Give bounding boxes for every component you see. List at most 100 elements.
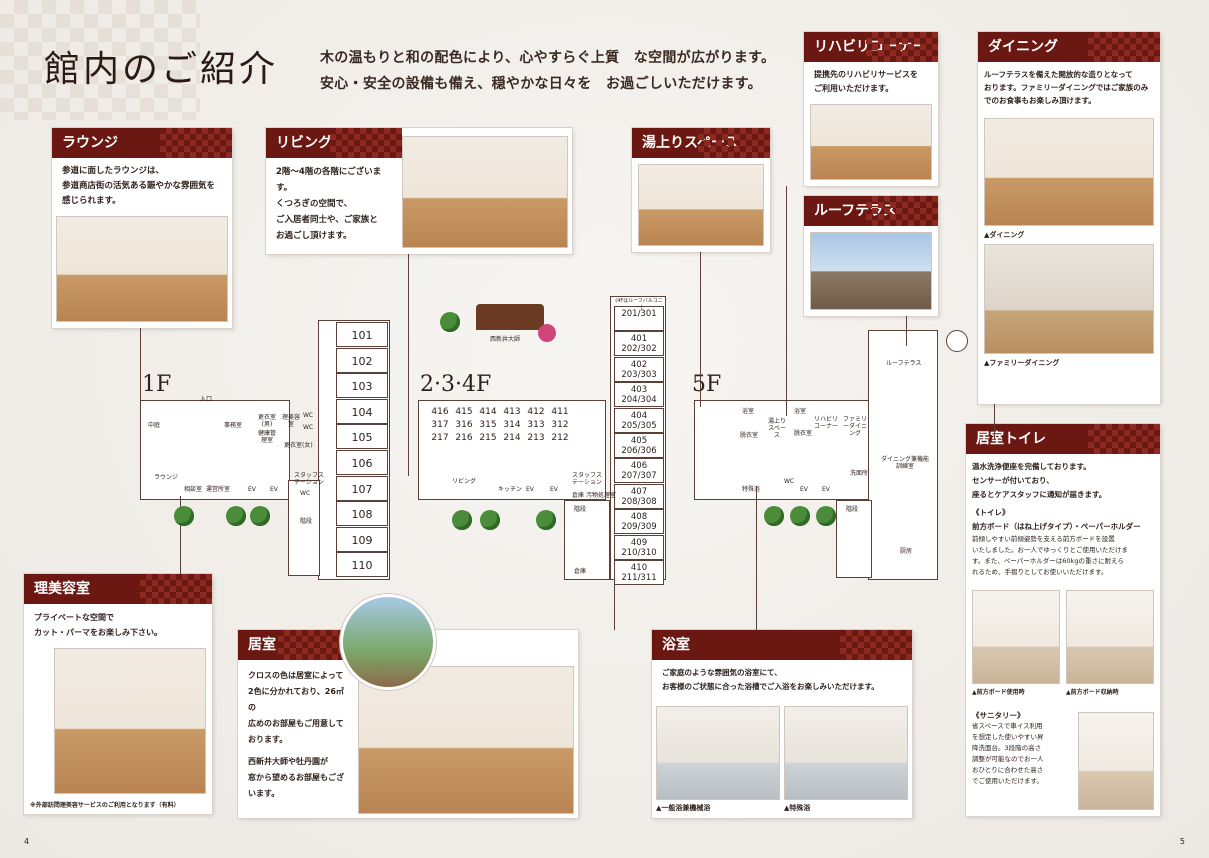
window-view-photo — [340, 594, 436, 690]
plan-label: 浴室 — [794, 408, 807, 415]
leader-line — [140, 328, 141, 478]
text-line: プライベートな空間で — [34, 613, 114, 622]
roof-photo — [810, 232, 932, 310]
leader-line — [756, 486, 757, 630]
tree-icon — [452, 510, 472, 530]
plan-label: 倉庫 — [574, 568, 587, 575]
card-yuagari: 湯上りスペース — [632, 128, 770, 252]
intro-line: 安心・安全の設備も備え、穏やかな日々を お過ごしいただけます。 — [320, 76, 762, 92]
page-title: 館内のご紹介 — [44, 49, 279, 90]
barber-note: ※外部訪問理美容サービスのご利用となります（有料） — [30, 802, 180, 809]
plan-label: WC — [303, 412, 314, 419]
subheading: 前方ボード（はね上げタイプ）・ペーパーホルダー — [972, 522, 1141, 531]
tree-icon — [764, 506, 784, 526]
text-line: おります。 — [248, 735, 288, 744]
tree-icon — [536, 510, 556, 530]
plan-label: 特殊浴 — [742, 486, 761, 493]
plan-label: EV — [270, 486, 278, 493]
card-text: ルーフテラスを備えた開放的な造りとなって おります。ファミリーダイニングではご家… — [978, 62, 1160, 113]
room-cell: 403 204/304 — [614, 382, 664, 408]
plan-label: 湯上りスペース — [767, 418, 786, 439]
room-cell: 105 — [336, 424, 388, 450]
peony-icon — [538, 324, 556, 342]
plan-label: EV — [248, 486, 256, 493]
room-cell: 411 — [551, 407, 569, 417]
living-photo — [402, 136, 568, 248]
room-cell: 216 — [455, 433, 473, 443]
text-line: お過ごし頂けます。 — [276, 231, 352, 241]
plan-label: 事務室 — [224, 422, 243, 429]
plan-1f-link — [288, 480, 320, 576]
card-title: 居室 — [238, 630, 350, 660]
text-line: 省スペースで車イス利用 — [972, 722, 1043, 730]
plan-label: ダイニング兼機能訓練室 — [880, 456, 929, 470]
text-line: 温水洗浄便座を完備しております。 — [972, 462, 1091, 471]
room-cell: 401 202/302 — [614, 331, 664, 357]
toilet-photo-board-on — [972, 590, 1060, 684]
text-line: れるため、手摺りとしてお使いいただけます。 — [972, 568, 1108, 576]
card-title: 湯上りスペース — [632, 128, 770, 158]
plan-label: 入口 — [200, 396, 213, 403]
text-line: 2色に分かれており、26㎡の — [248, 687, 344, 712]
room-cell: 405 206/306 — [614, 433, 664, 458]
compass-icon — [946, 330, 968, 352]
plan-label: 相談室 — [184, 486, 203, 493]
subheading: 《サニタリー》 — [972, 711, 1025, 720]
card-room: 居室 クロスの色は居室によって 2色に分かれており、26㎡の 広めのお部屋もご用… — [238, 630, 578, 818]
card-text: プライベートな空間で カット・パーマをお楽しみ下さい。 — [24, 604, 212, 646]
text-line: カット・パーマをお楽しみ下さい。 — [34, 628, 162, 637]
tree-icon — [174, 506, 194, 526]
room-cell: 315 — [479, 420, 497, 430]
room-cell: 412 — [527, 407, 545, 417]
text-line: す。また、ペーパーホルダーは60kgの重さに耐えら — [972, 557, 1124, 565]
text-line: ルーフテラスを備えた開放的な造りとなって — [984, 70, 1133, 79]
plan-5f-main — [694, 400, 874, 500]
leader-line — [786, 186, 787, 416]
plan-label: 厨房 — [900, 548, 913, 555]
plan-label: (4Fはルーフバルコニー) — [615, 298, 663, 311]
plan-label: 倉庫 — [572, 492, 585, 499]
card-title: ラウンジ — [52, 128, 232, 158]
plan-label: キッチン — [498, 486, 523, 493]
room-cell: 101 — [336, 322, 388, 347]
card-text: クロスの色は居室によって 2色に分かれており、26㎡の 広めのお部屋もご用意して… — [238, 660, 356, 808]
leader-line — [408, 254, 409, 476]
room-cell: 416 — [431, 407, 449, 417]
card-title: 居室トイレ — [966, 424, 1160, 454]
toilet-photo-board-off — [1066, 590, 1154, 684]
room-cell: 213 — [527, 433, 545, 443]
plan-label: リハビリコーナー — [814, 416, 839, 430]
plan-1f-main — [140, 400, 290, 500]
room-cell: 317 — [431, 420, 449, 430]
plan-label: 階段 — [846, 506, 859, 513]
text-line: クロスの色は居室によって — [248, 671, 344, 680]
text-line: 参道商店街の活気ある賑やかな雰囲気を — [62, 181, 216, 191]
sanitary-photo — [1078, 712, 1154, 810]
card-text: ご家庭のような雰囲気の浴室にて、 お客様のご状態に合った浴槽でご入浴をお楽しみい… — [652, 660, 912, 700]
temple-label: 西新井大師 — [490, 336, 521, 343]
text-line: 提携先のリハビリサービスを — [814, 70, 918, 79]
checker-pattern — [0, 0, 200, 120]
plan-label: スタッフステーション — [294, 472, 325, 486]
plan-234f-main — [418, 400, 606, 500]
room-cell: 215 — [479, 433, 497, 443]
card-text: 参道に面したラウンジは、 参道商店街の活気ある賑やかな雰囲気を 感じられます。 — [52, 158, 232, 215]
tree-icon — [790, 506, 810, 526]
text-line: おります。ファミリーダイニングではご家族のみ — [984, 83, 1149, 92]
room-cell: 316 — [455, 420, 473, 430]
photo-caption: ▲一般浴兼機械浴 — [656, 804, 711, 812]
card-toilet: 居室トイレ 温水洗浄便座を完備しております。 センサーが付いており、 座るとケア… — [966, 424, 1160, 816]
leader-line — [180, 496, 181, 574]
floor-label-234f: 2·3·4F — [420, 372, 492, 397]
card-title: リビング — [266, 128, 402, 158]
room-cell: 106 — [336, 450, 388, 475]
plan-label: WC — [784, 478, 795, 485]
subheading: 《トイレ》 — [972, 508, 1010, 517]
text-line: 参道に面したラウンジは、 — [62, 166, 165, 176]
leader-line — [906, 316, 907, 346]
plan-5f-link — [836, 500, 872, 578]
leader-line — [614, 582, 615, 630]
dining-photo — [984, 118, 1154, 226]
rehab-photo — [810, 104, 932, 180]
plan-label: 汚物処理室 — [586, 492, 617, 499]
